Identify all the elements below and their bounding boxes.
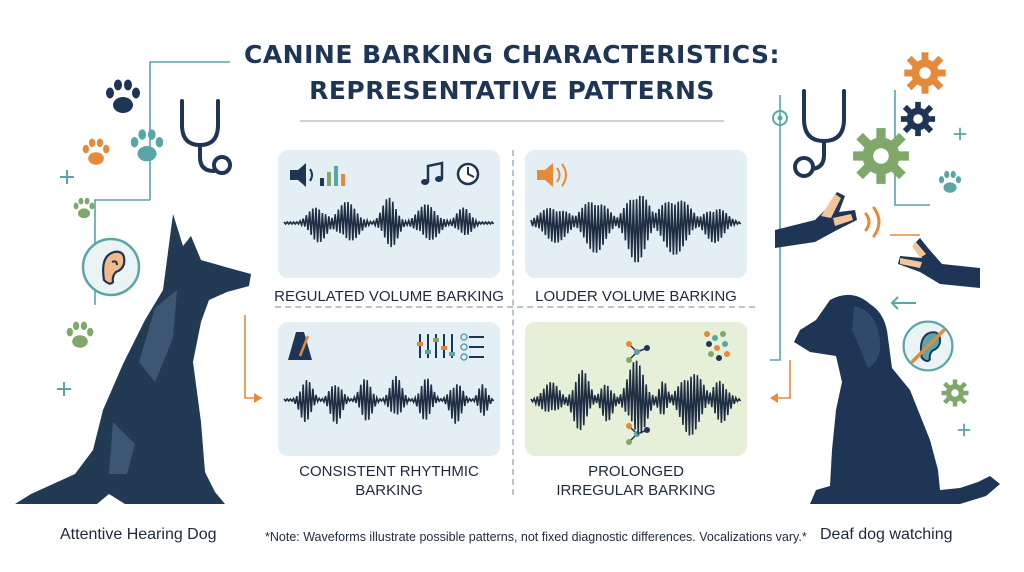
panel-label-louder: LOUDER VOLUME BARKING [535, 288, 737, 305]
deaf-dog-illustration [794, 294, 1000, 504]
title-line-2: REPRESENTATIVE PATTERNS [309, 76, 715, 105]
panel-label-regulated: REGULATED VOLUME BARKING [274, 288, 504, 305]
pin-icon [772, 110, 788, 126]
title-divider [300, 120, 724, 122]
hearing-dog-illustration [15, 214, 251, 504]
volume-bars-icon [320, 166, 345, 186]
list-icon [460, 333, 484, 361]
panel-regulated-volume [278, 150, 500, 278]
waveform-rhythmic [283, 332, 495, 424]
footnote: *Note: Waveforms illustrate possible pat… [265, 530, 807, 544]
panel-label-rhythmic: CONSISTENT RHYTHMIC BARKING [299, 463, 479, 499]
panel-label-irregular: PROLONGED IRREGULAR BARKING [556, 463, 716, 499]
speaker-icon [290, 163, 313, 187]
gear-icon [904, 52, 946, 94]
paw-icon [66, 321, 94, 348]
hand-icon [775, 192, 857, 248]
equalizer-icon [417, 334, 455, 358]
stethoscope-icon [180, 99, 232, 175]
title-line-1: CANINE BARKING CHARACTERISTICS: [243, 40, 781, 69]
paw-icon [938, 170, 962, 193]
waveform-louder [530, 163, 742, 263]
gear-icon [853, 128, 909, 184]
waveform-irregular [530, 331, 742, 445]
network-icon [626, 341, 650, 363]
paw-icon [130, 129, 164, 162]
panel-prolonged-irregular [525, 322, 747, 456]
sparkle-icon [57, 382, 71, 396]
sparkle-icon [60, 170, 74, 184]
paw-icon [82, 138, 110, 165]
paw-icon [106, 79, 140, 113]
hand-icon [898, 238, 980, 288]
sparkle-icon [957, 423, 971, 437]
arrow-icon [890, 296, 916, 310]
gear-icon [941, 379, 969, 407]
right-caption: Deaf dog watching [820, 526, 953, 543]
panel-consistent-rhythmic [278, 322, 500, 456]
paw-icon [73, 197, 95, 219]
clock-icon [456, 162, 480, 186]
center-divider-vertical [512, 150, 514, 495]
speaker-icon [537, 163, 567, 187]
metronome-icon [288, 332, 312, 360]
ear-icon [81, 237, 141, 297]
panel-louder-volume [525, 150, 747, 278]
stethoscope-icon [793, 89, 846, 178]
center-divider-horizontal [275, 306, 755, 308]
left-caption: Attentive Hearing Dog [60, 526, 217, 543]
crossed-ear-icon [902, 320, 954, 372]
gear-icon [900, 101, 936, 137]
sparkle-icon [953, 127, 967, 141]
sound-waves-icon [864, 206, 881, 238]
music-note-icon [421, 161, 444, 185]
waveform-regulated [283, 161, 495, 248]
dots-grid-icon [704, 331, 730, 361]
